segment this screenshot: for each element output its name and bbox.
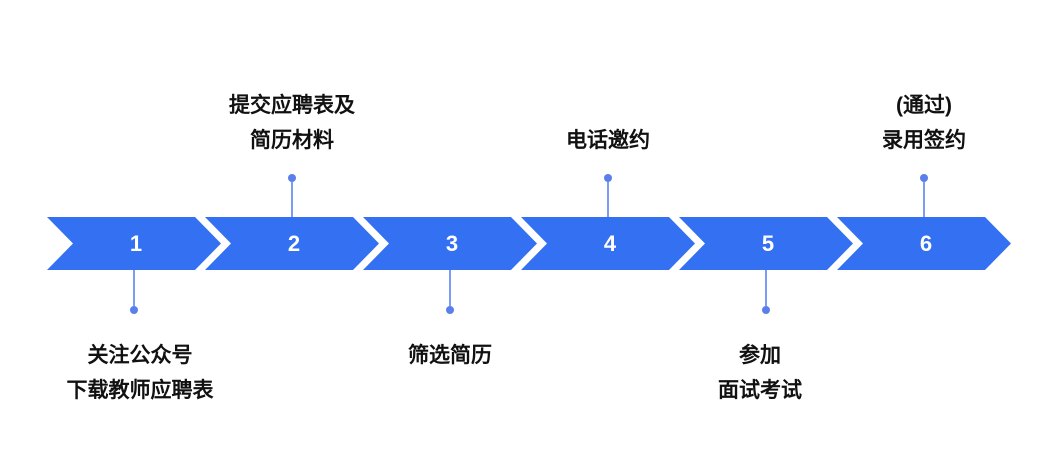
step-arrow-6: 6: [837, 217, 1011, 270]
step-number: 5: [761, 230, 775, 256]
connector-dot-icon: [604, 174, 612, 182]
step-6-label: (通过) 录用签约: [882, 88, 966, 158]
step-1-label-line-1: 关注公众号: [87, 344, 193, 367]
step-arrow-4: 4: [521, 217, 695, 270]
step-6-label-line-1: (通过): [896, 94, 952, 117]
connector-line: [765, 270, 767, 306]
step-2-label-line-2: 简历材料: [250, 129, 334, 152]
step-5-label-line-1: 参加: [739, 344, 781, 367]
step-5-label-line-2: 面试考试: [718, 379, 802, 402]
connector-line: [133, 270, 135, 306]
step-3-connector: [446, 270, 454, 314]
step-4-label: 电话邀约: [566, 123, 650, 158]
step-number: 6: [919, 230, 933, 256]
step-4-label-line-1: 电话邀约: [566, 129, 650, 152]
step-3-label-line-1: 筛选简历: [408, 344, 492, 367]
step-1-label: 关注公众号 下载教师应聘表: [67, 338, 214, 408]
step-2-label: 提交应聘表及 简历材料: [229, 88, 355, 158]
step-3-label: 筛选简历: [408, 338, 492, 373]
connector-dot-icon: [130, 306, 138, 314]
step-4-connector: [604, 174, 612, 218]
connector-line: [291, 182, 293, 218]
step-arrow-2: 2: [205, 217, 379, 270]
connector-line: [607, 182, 609, 218]
step-arrow-5: 5: [679, 217, 853, 270]
connector-line: [449, 270, 451, 306]
step-1-label-line-2: 下载教师应聘表: [66, 379, 214, 402]
step-2-connector: [288, 174, 296, 218]
step-5-connector: [762, 270, 770, 314]
connector-line: [923, 182, 925, 218]
step-1-connector: [130, 270, 138, 314]
step-6-label-line-2: 录用签约: [882, 129, 966, 152]
step-5-label: 参加 面试考试: [718, 338, 802, 408]
connector-dot-icon: [446, 306, 454, 314]
step-number: 1: [129, 230, 143, 256]
step-number: 2: [287, 230, 301, 256]
step-arrow-1: 1: [47, 217, 221, 270]
connector-dot-icon: [288, 174, 296, 182]
step-6-connector: [920, 174, 928, 218]
step-2-label-line-1: 提交应聘表及: [229, 94, 355, 117]
step-arrow-3: 3: [363, 217, 537, 270]
connector-dot-icon: [920, 174, 928, 182]
step-number: 3: [445, 230, 459, 256]
connector-dot-icon: [762, 306, 770, 314]
step-number: 4: [603, 230, 617, 256]
